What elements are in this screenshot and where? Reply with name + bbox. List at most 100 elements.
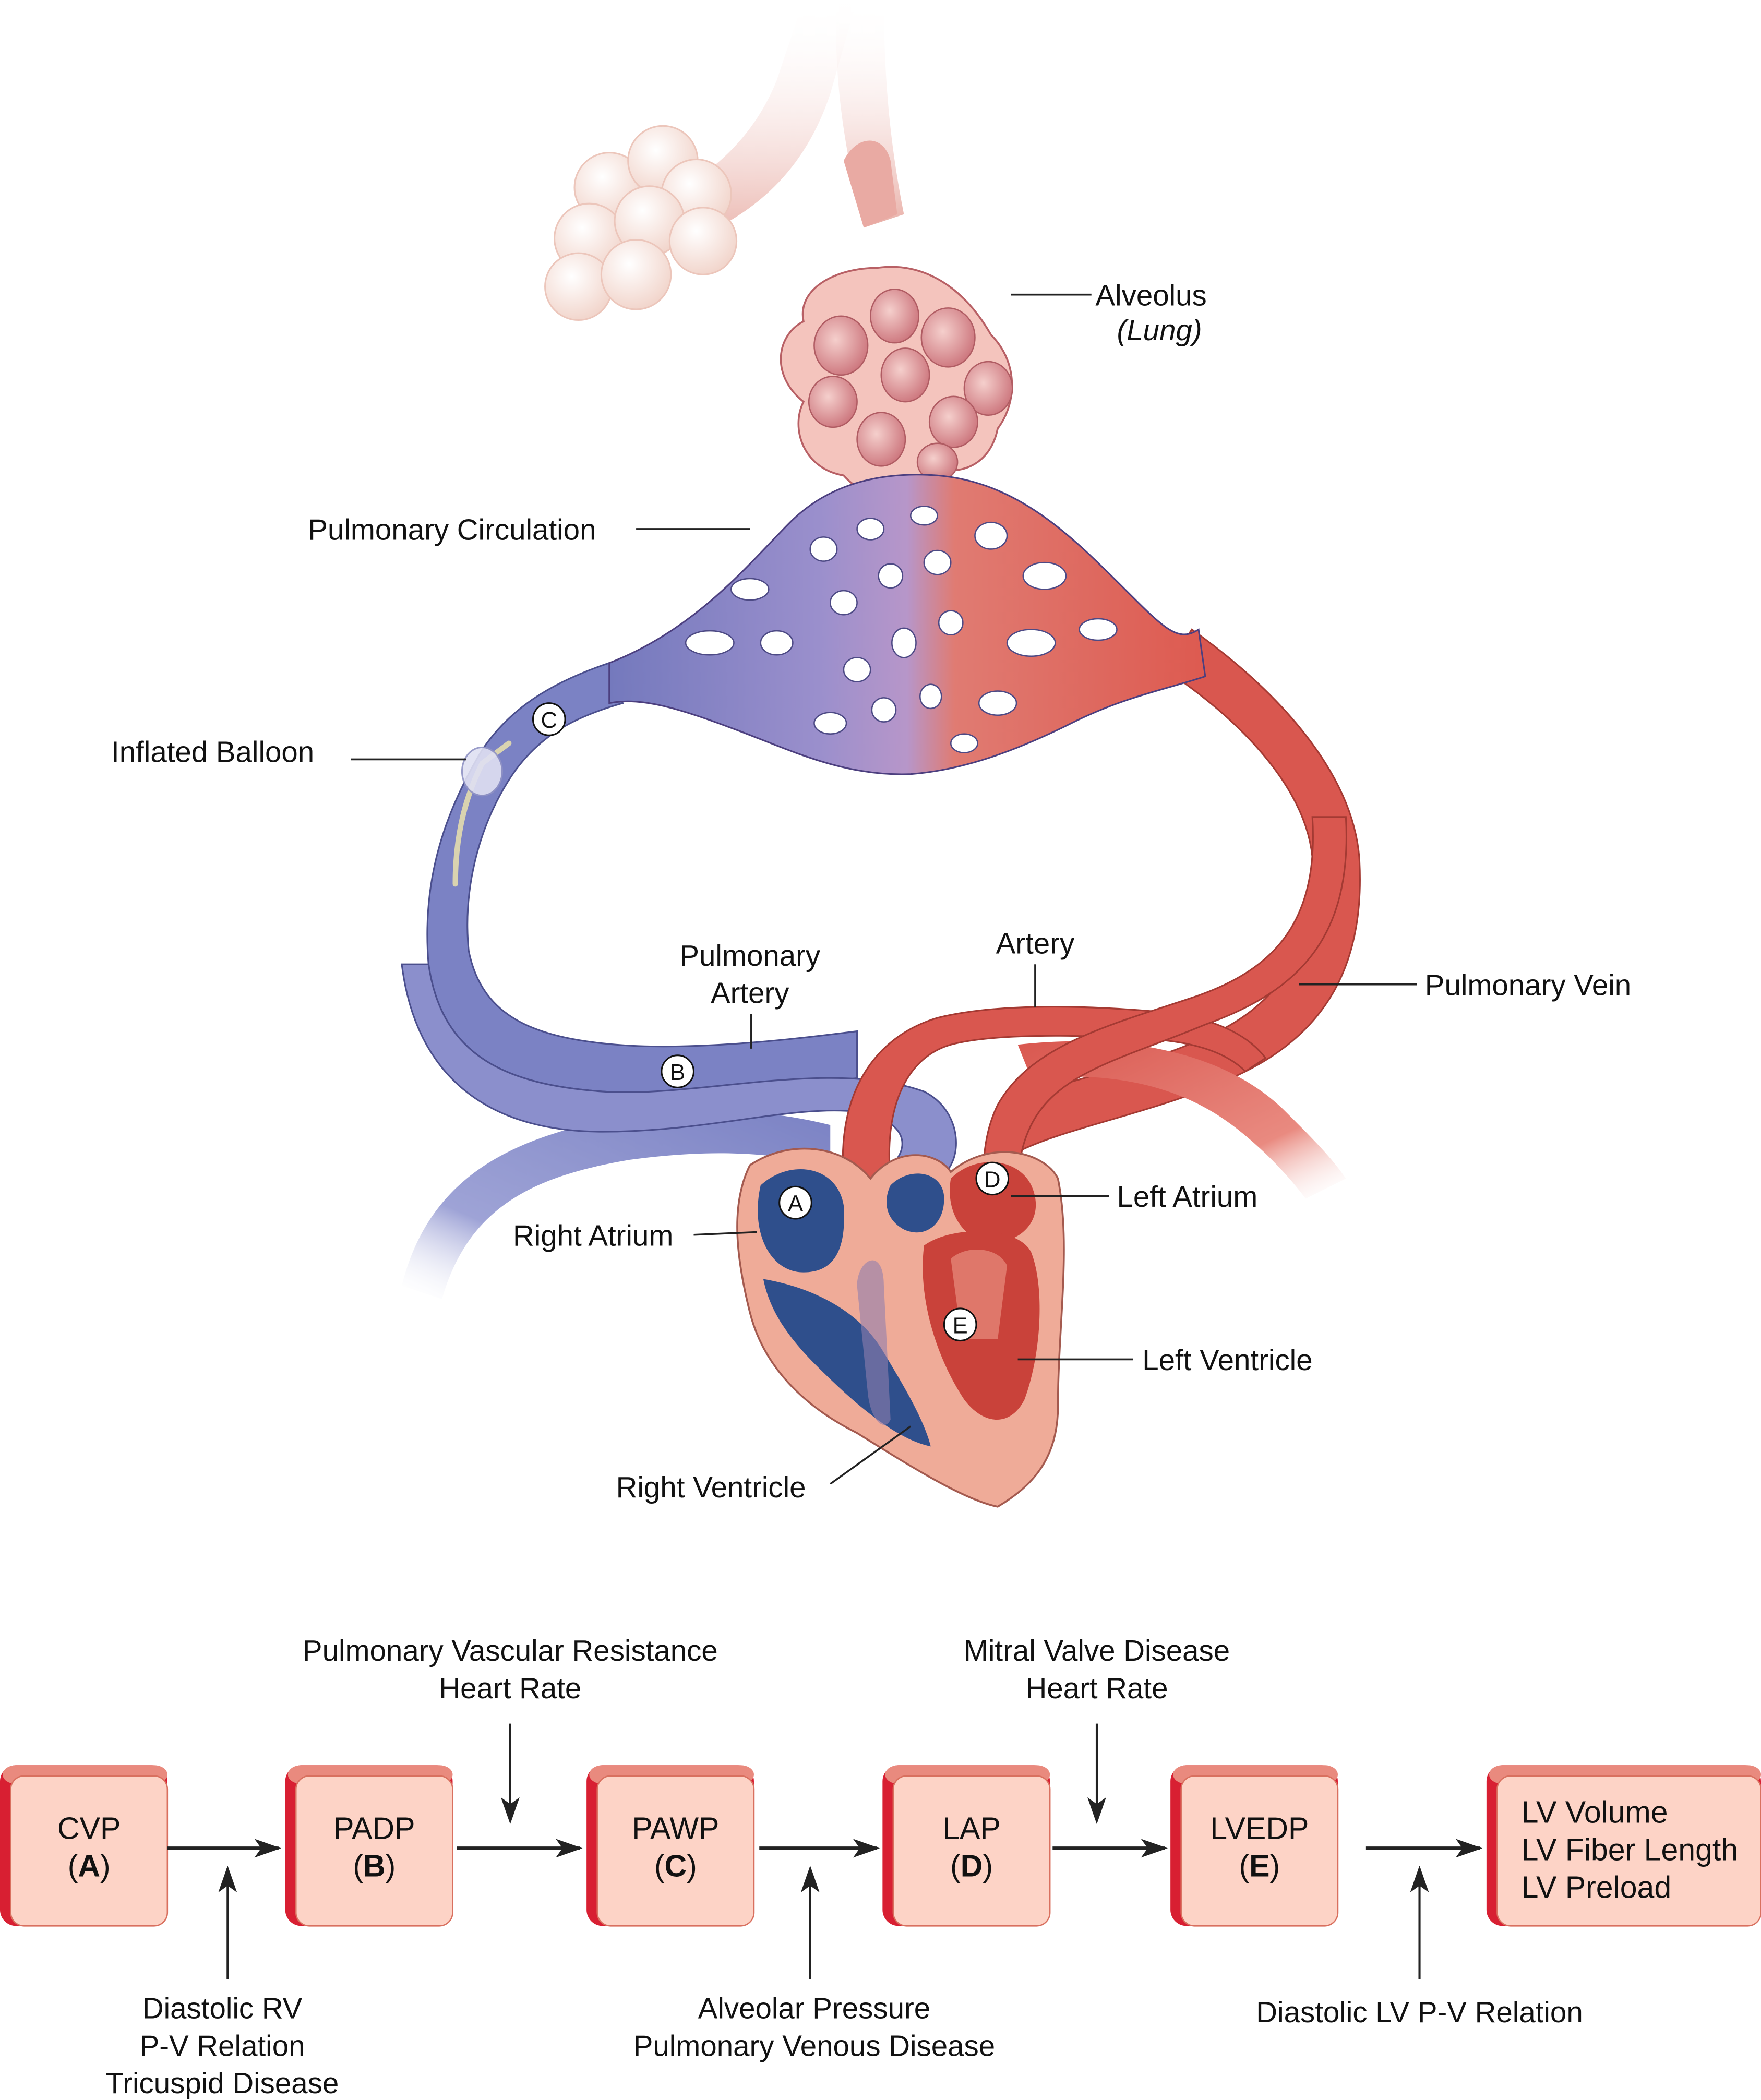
capillary-gap <box>974 521 1008 550</box>
bottom-influence-1: Diastolic RV P-V Relation Tricuspid Dise… <box>106 1991 339 2099</box>
right-ventricle-label: Right Ventricle <box>616 1471 806 1504</box>
capillary-gap <box>978 690 1017 716</box>
pulmonary-circulation-label: Pulmonary Circulation <box>308 513 596 546</box>
bronchiole-lower <box>843 140 897 228</box>
influence-text: Pulmonary Vascular Resistance <box>303 1634 718 1667</box>
marker-e-circle <box>943 1307 977 1342</box>
capillary-gap <box>843 657 871 682</box>
alveolus-cell <box>928 395 978 448</box>
marker-d[interactable]: D <box>975 1161 1010 1196</box>
heart-illustration <box>736 1147 1065 1508</box>
inflated-balloon-label: Inflated Balloon <box>111 736 314 769</box>
capillary-bed <box>608 474 1206 775</box>
capillary-gap <box>923 549 952 575</box>
marker-d-letter: D <box>984 1167 1001 1192</box>
left-atrium-chamber <box>950 1162 1036 1243</box>
box-padp[interactable]: PADP (B) <box>285 1765 453 1927</box>
box-cvp-letter: (A) <box>68 1849 111 1883</box>
box-padp-label: PADP <box>333 1811 415 1845</box>
close-paren: ) <box>1270 1849 1280 1883</box>
influence-text: Alveolar Pressure <box>698 1991 931 2024</box>
box-lap-letter: (D) <box>950 1849 993 1883</box>
marker-b-circle <box>661 1054 695 1088</box>
box-lvedp-letter: (E) <box>1239 1849 1280 1883</box>
influence-text: Diastolic RV <box>142 1991 303 2024</box>
influence-text: Diastolic LV P-V Relation <box>1256 1996 1583 2029</box>
alveolus-cell <box>808 376 858 428</box>
capillary-gap <box>1079 618 1118 641</box>
box-cvp-label: CVP <box>57 1811 121 1845</box>
box-pawp[interactable]: PAWP(C) <box>586 1765 755 1927</box>
inflated-balloon[interactable] <box>461 746 503 797</box>
influence-text: Mitral Valve Disease <box>964 1634 1230 1667</box>
pulmonary-artery-label-line2: Artery <box>711 977 789 1010</box>
marker-c[interactable]: C <box>532 702 566 736</box>
tricuspid-valve <box>857 1260 891 1425</box>
alveolus-cell <box>880 347 930 403</box>
marker-a[interactable]: A <box>778 1185 812 1220</box>
close-paren: ) <box>386 1849 396 1883</box>
right-atrium-leader <box>693 1231 757 1236</box>
bottom-influence-3: Diastolic LV P-V Relation <box>1256 1996 1583 2029</box>
capillary-gap <box>891 627 917 658</box>
open-paren: ( <box>950 1849 961 1883</box>
faded-sac <box>668 207 738 275</box>
alveolus-cell <box>920 307 976 368</box>
alveolus-illustration <box>780 0 1013 498</box>
box-lap-face <box>892 1775 1051 1927</box>
box-pawp-letter: (C) <box>654 1849 697 1883</box>
faded-sac <box>600 238 672 310</box>
influence-text: Heart Rate <box>439 1672 581 1705</box>
pulmonary-artery-label-line1: Pulmonary <box>679 939 821 972</box>
bottom-influence-2: Alveolar Pressure Pulmonary Venous Disea… <box>633 1991 995 2062</box>
capillary-gap <box>809 536 838 562</box>
marker-a-letter: A <box>788 1192 804 1217</box>
open-paren: ( <box>654 1849 665 1883</box>
faded-alveolar-cluster <box>544 0 857 321</box>
letter: C <box>665 1849 687 1883</box>
box-lvedp-label: LVEDP <box>1210 1811 1309 1845</box>
right-atrium-label: Right Atrium <box>513 1219 673 1252</box>
capillary-gap <box>685 630 735 656</box>
box-lap-label: LAP <box>942 1811 1001 1845</box>
marker-b[interactable]: B <box>661 1054 695 1088</box>
marker-e-letter: E <box>953 1313 968 1338</box>
close-paren: ) <box>983 1849 993 1883</box>
box-cvp[interactable]: CVP (A) <box>0 1765 169 1927</box>
box-padp-face <box>295 1775 453 1927</box>
close-paren: ) <box>100 1849 111 1883</box>
marker-c-letter: C <box>541 708 558 733</box>
alveolus-cell <box>963 361 1013 416</box>
left-atrium-label: Left Atrium <box>1117 1180 1257 1213</box>
pulmonary-valve-chamber <box>887 1173 944 1233</box>
capillary-gap <box>909 506 938 526</box>
alveolus-cell <box>813 315 869 376</box>
top-influence-2: Mitral Valve Disease Heart Rate <box>964 1634 1230 1705</box>
open-paren: ( <box>353 1849 363 1883</box>
influence-text: Pulmonary Venous Disease <box>633 2029 995 2062</box>
capillary-gap <box>856 518 885 541</box>
box-lap[interactable]: LAP (D) <box>882 1765 1051 1927</box>
box-padp-letter: (B) <box>353 1849 396 1883</box>
marker-c-circle <box>532 702 566 736</box>
capillary-gap <box>1006 629 1056 657</box>
flow-boxes: CVP(A)PADP(B)PAWP(C)LAP(D)LVEDP(E)LV Vol… <box>0 1765 1761 1927</box>
influence-text: Tricuspid Disease <box>106 2067 339 2099</box>
top-influence-1: Pulmonary Vascular Resistance Heart Rate <box>303 1634 718 1705</box>
marker-e[interactable]: E <box>943 1307 977 1342</box>
marker-a-circle <box>778 1185 812 1220</box>
lung-label: (Lung) <box>1117 314 1202 346</box>
left-ventricle-label: Left Ventricle <box>1142 1343 1312 1376</box>
capillary-gap <box>813 712 847 735</box>
faded-sac <box>544 252 613 321</box>
alveolus-cell <box>869 289 919 344</box>
marker-d-circle <box>975 1161 1010 1196</box>
letter: E <box>1249 1849 1269 1883</box>
right-ventricle-leader <box>830 1425 912 1485</box>
box-lvedp[interactable]: LVEDP (E) <box>1170 1765 1339 1927</box>
pulmonary-vein-label: Pulmonary Vein <box>1425 968 1631 1001</box>
open-paren: ( <box>1239 1849 1249 1883</box>
capillary-gap <box>878 563 904 589</box>
